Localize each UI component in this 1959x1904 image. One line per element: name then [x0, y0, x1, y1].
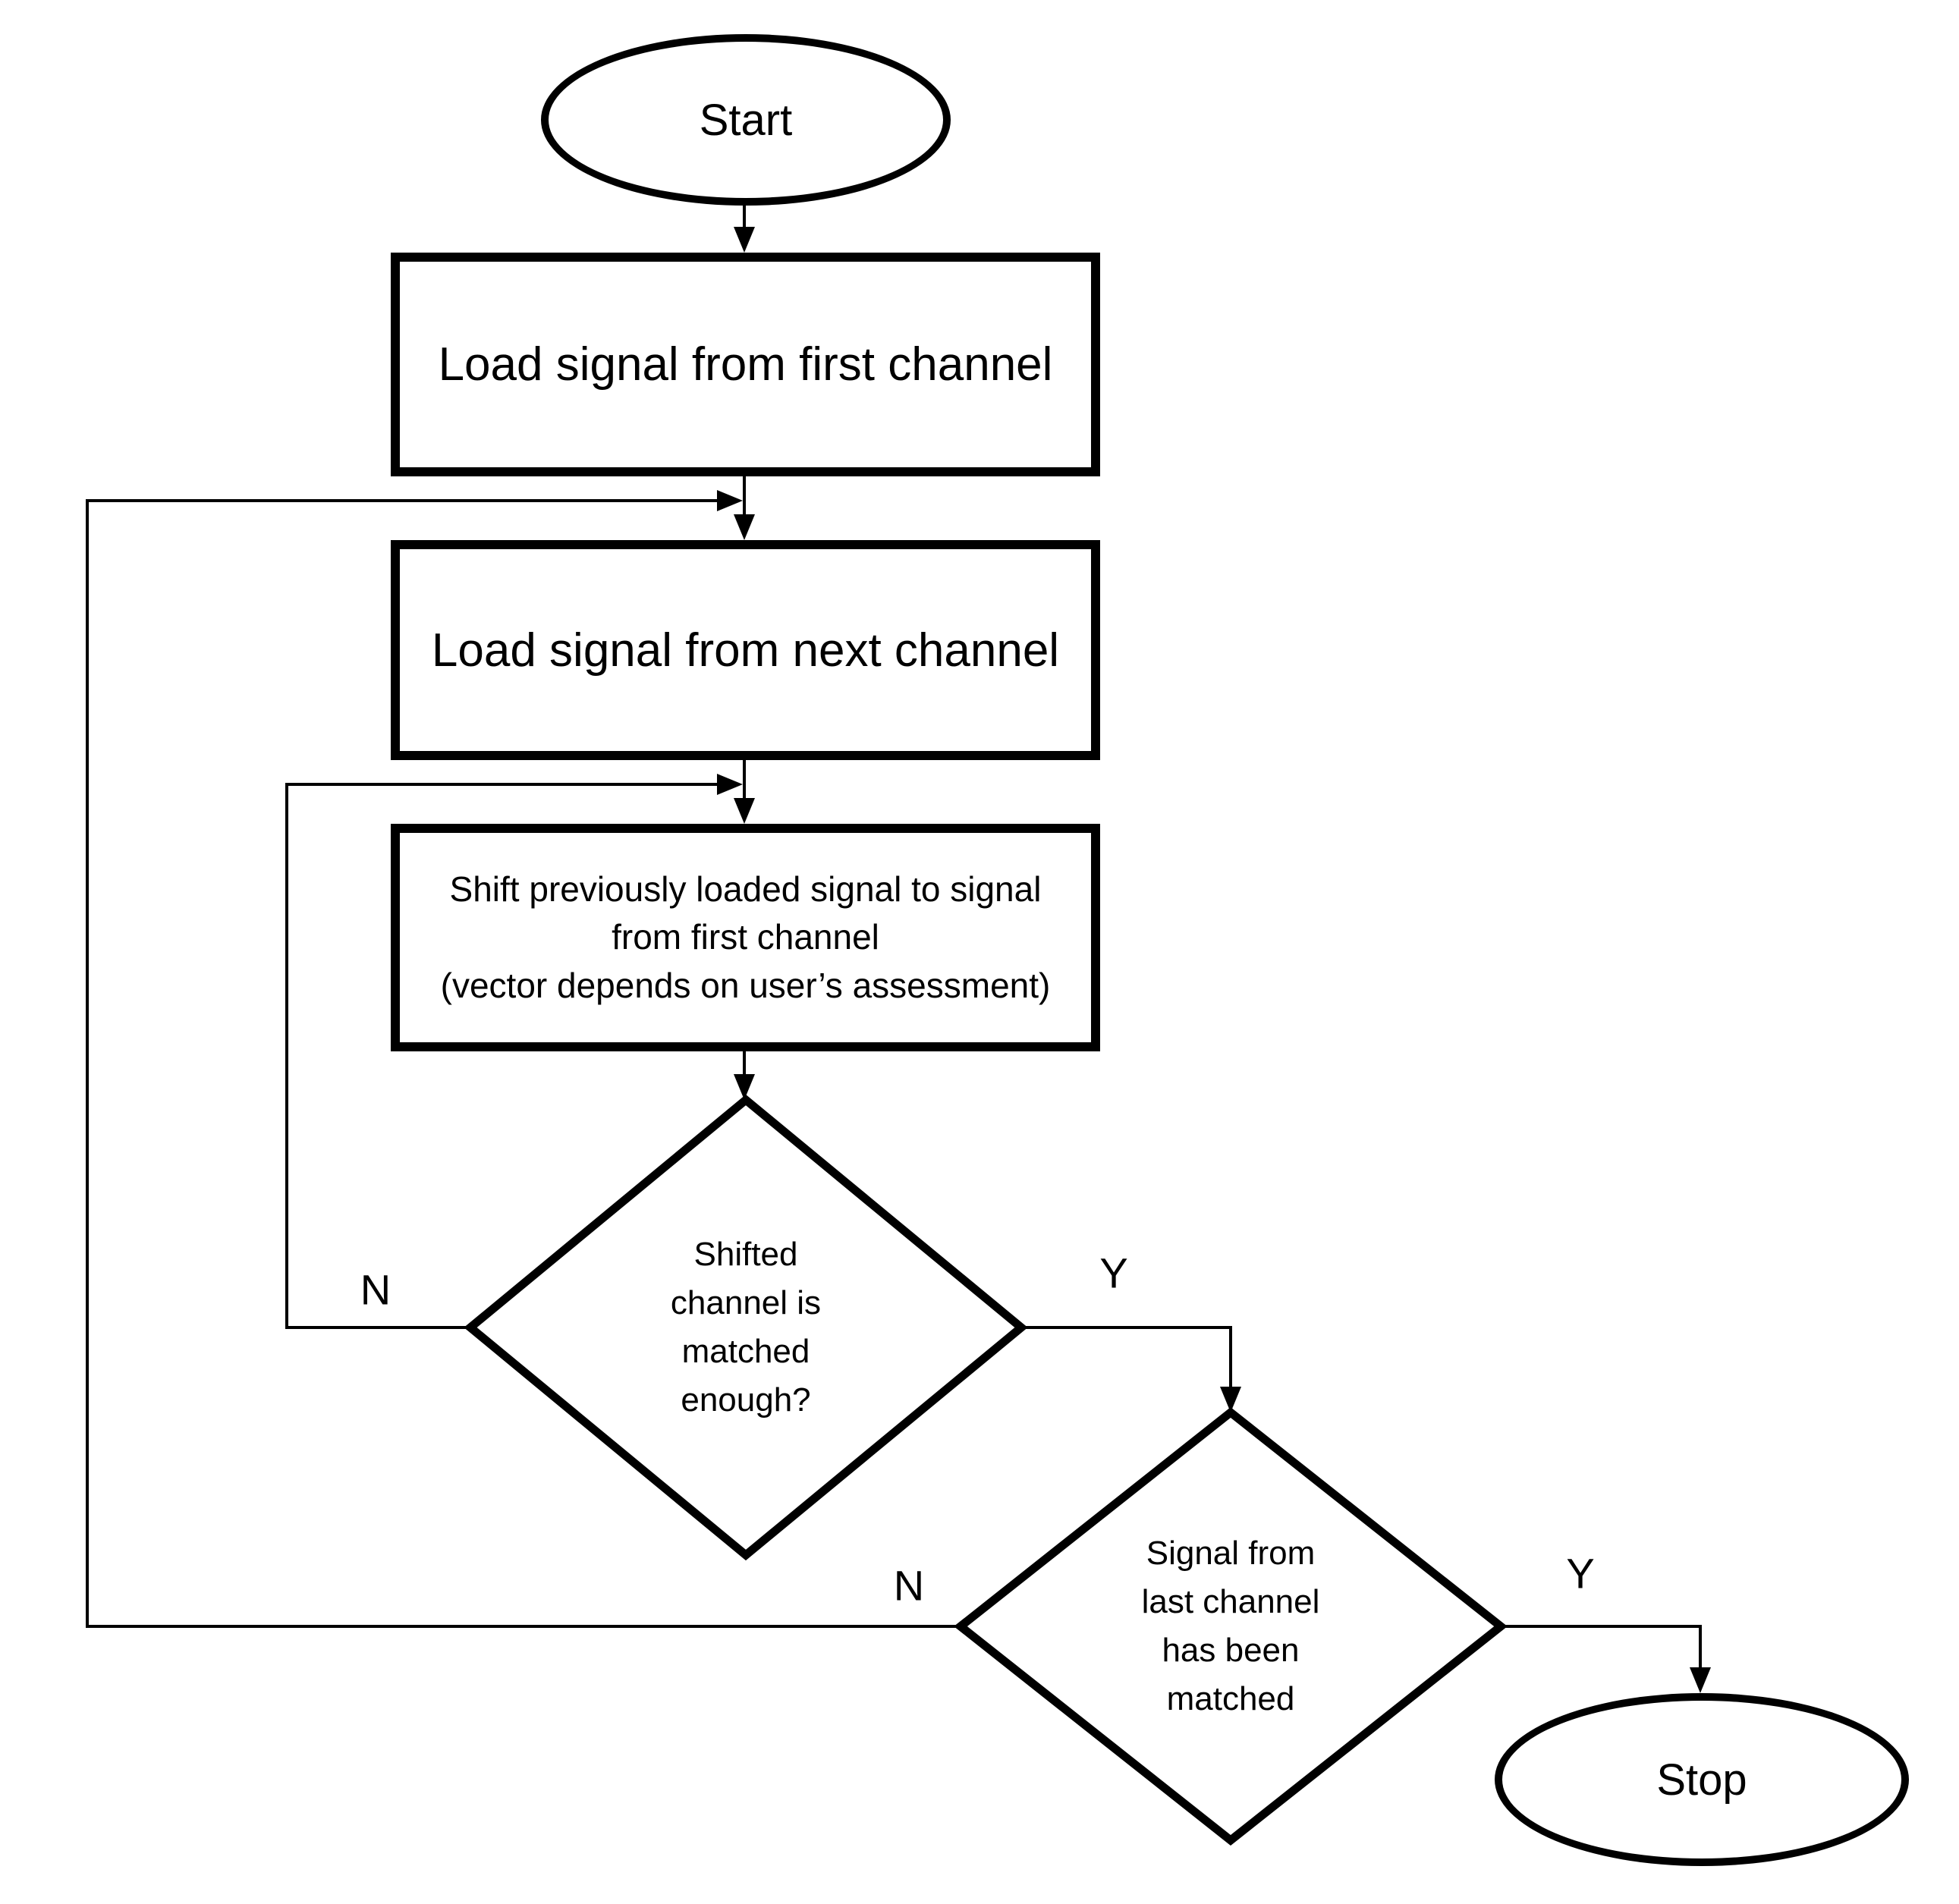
arrowhead-down-icon [734, 798, 755, 824]
connector-start-to-load-first [743, 206, 746, 228]
connector-last-channel-yes-vertical [1699, 1625, 1702, 1669]
feedback-line-last-channel-no-horizontal-top [87, 499, 717, 502]
arrowhead-down-icon [734, 514, 755, 540]
load-next-channel-process: Load signal from next channel [391, 540, 1100, 760]
load-first-channel-label: Load signal from first channel [438, 338, 1053, 391]
arrowhead-down-icon [1690, 1667, 1711, 1693]
last-channel-no-label: N [893, 1561, 925, 1610]
matched-enough-yes-label: Y [1099, 1249, 1128, 1297]
arrowhead-right-icon [717, 490, 743, 511]
last-channel-decision-label-box: Signal from last channel has been matche… [953, 1405, 1508, 1848]
matched-enough-decision [464, 1094, 1028, 1561]
last-channel-yes-label: Y [1566, 1549, 1595, 1598]
matched-enough-decision-label: Shifted channel is matched enough? [670, 1236, 822, 1419]
matched-enough-no-label: N [360, 1265, 391, 1314]
feedback-line-last-channel-no-vertical [86, 499, 89, 1628]
last-channel-decision-label: Signal from last channel has been matche… [1141, 1535, 1320, 1717]
feedback-line-matched-no-vertical [285, 783, 288, 1329]
arrowhead-down-icon [734, 227, 755, 253]
connector-shift-to-decision [743, 1051, 746, 1076]
connector-last-channel-yes-horizontal [1499, 1625, 1702, 1628]
stop-label: Stop [1656, 1755, 1747, 1805]
feedback-line-matched-no-horizontal-bottom [285, 1326, 476, 1329]
arrowhead-right-icon [717, 774, 743, 795]
load-first-channel-process: Load signal from first channel [391, 253, 1100, 476]
shift-signal-label: Shift previously loaded signal to signal… [440, 869, 1051, 1005]
start-label: Start [699, 95, 793, 145]
arrowhead-down-icon [734, 1074, 755, 1100]
connector-matched-yes-horizontal [1015, 1326, 1232, 1329]
matched-enough-decision-label-box: Shifted channel is matched enough? [463, 1092, 1029, 1563]
feedback-line-last-channel-no-horizontal-bottom [87, 1625, 964, 1628]
connector-matched-yes-vertical [1229, 1326, 1232, 1388]
load-next-channel-label: Load signal from next channel [431, 624, 1060, 677]
shift-signal-process: Shift previously loaded signal to signal… [391, 824, 1100, 1051]
connector-load-next-to-shift [743, 760, 746, 800]
last-channel-decision [954, 1406, 1508, 1846]
stop-terminator: Stop [1495, 1693, 1909, 1866]
start-terminator: Start [541, 34, 951, 206]
connector-load-first-to-load-next [743, 476, 746, 516]
feedback-line-matched-no-horizontal-top [287, 783, 717, 786]
